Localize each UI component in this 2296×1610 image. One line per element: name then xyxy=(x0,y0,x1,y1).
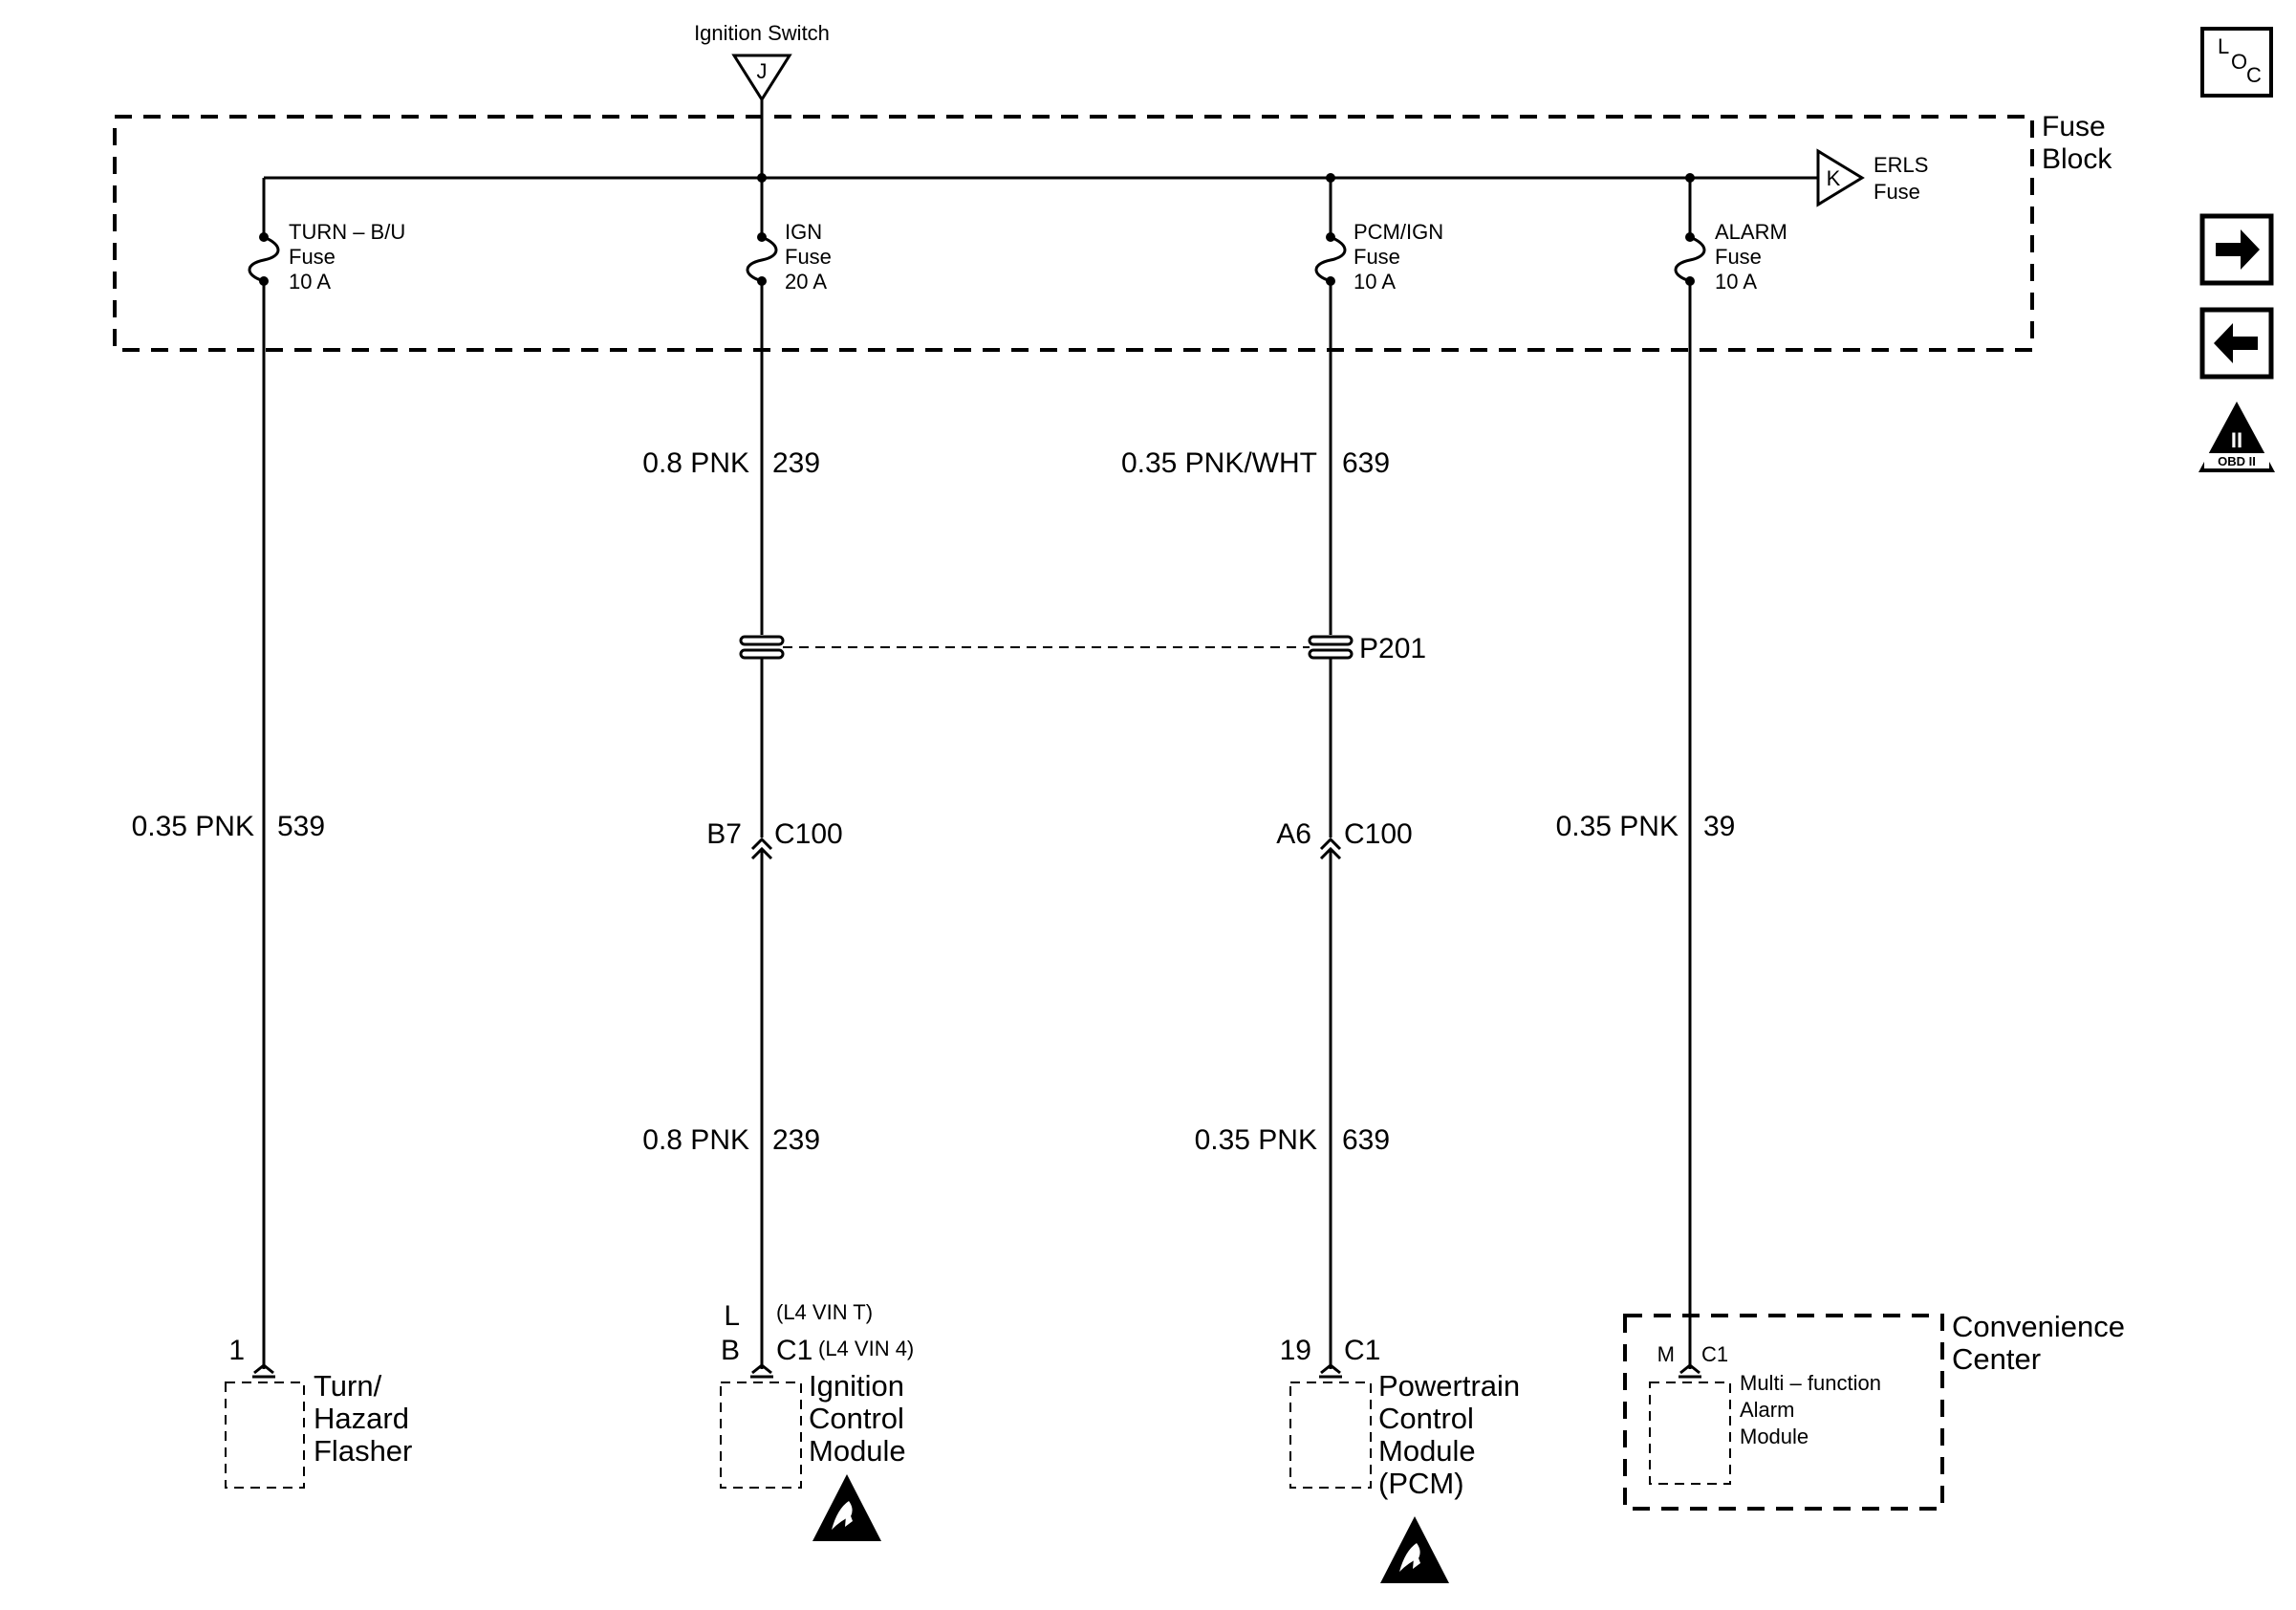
icm-connector: C1 xyxy=(776,1335,812,1366)
obd-ii-icon[interactable]: II OBD II xyxy=(2199,402,2275,472)
svg-text:L: L xyxy=(2218,34,2229,58)
erls-label-1: ERLS xyxy=(1874,153,1928,177)
fuse-pcm-rating: 10 A xyxy=(1354,270,1396,294)
pcm-connector: C1 xyxy=(1344,1335,1380,1366)
fuse-symbol-alarm xyxy=(1674,235,1706,283)
p201-label: P201 xyxy=(1359,633,1426,664)
fuse-ign-rating: 20 A xyxy=(785,270,827,294)
wire-239-lower-color: 0.8 PNK xyxy=(642,1124,749,1156)
flasher-label-3: Flasher xyxy=(314,1434,412,1468)
fuse-turn-name: TURN – B/U xyxy=(289,220,405,244)
wire-239-lower-circuit: 239 xyxy=(772,1124,820,1156)
wire-639-lower-circuit: 639 xyxy=(1342,1124,1390,1156)
wire-239-upper-color: 0.8 PNK xyxy=(642,447,749,479)
fuse-turn-type: Fuse xyxy=(289,245,336,269)
fuse-block-outline xyxy=(113,115,2034,352)
flasher-label-1: Turn/ xyxy=(314,1369,382,1403)
arrow-left-icon[interactable] xyxy=(2199,307,2274,380)
fuse-symbol-turn xyxy=(248,235,280,283)
pcm-label-3: Module xyxy=(1378,1434,1476,1468)
erls-terminal-symbol xyxy=(1816,148,1865,207)
c100-connector-pcm xyxy=(1319,837,1342,851)
wire-39-circuit: 39 xyxy=(1703,811,1735,842)
alarm-label-1: Multi – function xyxy=(1740,1371,1881,1395)
pcm-label-2: Control xyxy=(1378,1402,1474,1435)
erls-label-2: Fuse xyxy=(1874,180,1920,204)
loc-icon[interactable]: L O C xyxy=(2200,27,2273,98)
fuse-turn-rating: 10 A xyxy=(289,270,331,294)
c100-connector-ign xyxy=(750,837,773,851)
alarm-pin: M xyxy=(1657,1342,1675,1366)
fuse-pcm-type: Fuse xyxy=(1354,245,1400,269)
fuse-alarm-type: Fuse xyxy=(1715,245,1762,269)
icm-note-l: (L4 VIN T) xyxy=(776,1300,873,1324)
pcm-component xyxy=(1289,1382,1372,1489)
pcm-label-1: Powertrain xyxy=(1378,1369,1520,1403)
icm-note-b: (L4 VIN 4) xyxy=(818,1337,914,1360)
ignition-switch-label: Ignition Switch xyxy=(694,21,830,45)
svg-text:C: C xyxy=(2246,63,2262,87)
pcm-label-4: (PCM) xyxy=(1378,1467,1464,1500)
icm-pin-b: B xyxy=(721,1335,740,1366)
c100-ign-pin: B7 xyxy=(706,818,742,850)
convenience-center-outline xyxy=(1623,1314,1944,1511)
wire-639-lower-color: 0.35 PNK xyxy=(1195,1124,1317,1156)
wire-539-color: 0.35 PNK xyxy=(132,811,254,842)
wire-539-circuit: 539 xyxy=(277,811,325,842)
c100-pcm-pin: A6 xyxy=(1276,818,1311,850)
alarm-module-component xyxy=(1649,1382,1731,1485)
wire-639-upper-color: 0.35 PNK/WHT xyxy=(1121,447,1317,479)
icm-pin-l: L xyxy=(724,1300,740,1332)
erls-terminal-letter: K xyxy=(1827,166,1841,190)
flasher-label-2: Hazard xyxy=(314,1402,409,1435)
fuse-symbol-pcm xyxy=(1314,235,1347,283)
icm-label-2: Control xyxy=(809,1402,904,1435)
svg-text:O: O xyxy=(2231,50,2247,74)
alarm-label-3: Module xyxy=(1740,1425,1809,1448)
pcm-pin: 19 xyxy=(1280,1335,1311,1366)
flasher-pin: 1 xyxy=(228,1335,245,1366)
svg-text:II: II xyxy=(2231,428,2242,452)
fuse-alarm-name: ALARM xyxy=(1715,220,1787,244)
p201-connector-pcm xyxy=(1308,635,1354,646)
svg-text:OBD II: OBD II xyxy=(2218,454,2256,468)
alarm-connector: C1 xyxy=(1701,1342,1728,1366)
flasher-component xyxy=(225,1382,305,1489)
arrow-right-icon[interactable] xyxy=(2199,213,2274,286)
wire-239-upper-circuit: 239 xyxy=(772,447,820,479)
icm-component xyxy=(720,1382,802,1489)
fuse-ign-name: IGN xyxy=(785,220,822,244)
fuse-symbol-ign xyxy=(746,235,778,283)
fuse-block-label-2: Block xyxy=(2042,143,2112,175)
fuse-ign-type: Fuse xyxy=(785,245,832,269)
convenience-label-1: Convenience xyxy=(1952,1310,2125,1343)
convenience-label-2: Center xyxy=(1952,1342,2041,1376)
fuse-pcm-name: PCM/IGN xyxy=(1354,220,1443,244)
wire-639-upper-circuit: 639 xyxy=(1342,447,1390,479)
fuse-block-label-1: Fuse xyxy=(2042,111,2106,142)
esd-warning-icon xyxy=(1380,1516,1449,1583)
esd-warning-icon xyxy=(812,1474,881,1541)
ignition-switch-terminal-letter: J xyxy=(757,59,768,83)
alarm-label-2: Alarm xyxy=(1740,1398,1794,1422)
icm-label-1: Ignition xyxy=(809,1369,904,1403)
icm-label-3: Module xyxy=(809,1434,906,1468)
ignition-switch-terminal-symbol xyxy=(731,54,792,102)
wire-39-color: 0.35 PNK xyxy=(1556,811,1679,842)
p201-connector-ign xyxy=(739,635,785,646)
c100-pcm-connector: C100 xyxy=(1344,818,1413,850)
fuse-alarm-rating: 10 A xyxy=(1715,270,1757,294)
c100-ign-connector: C100 xyxy=(774,818,843,850)
